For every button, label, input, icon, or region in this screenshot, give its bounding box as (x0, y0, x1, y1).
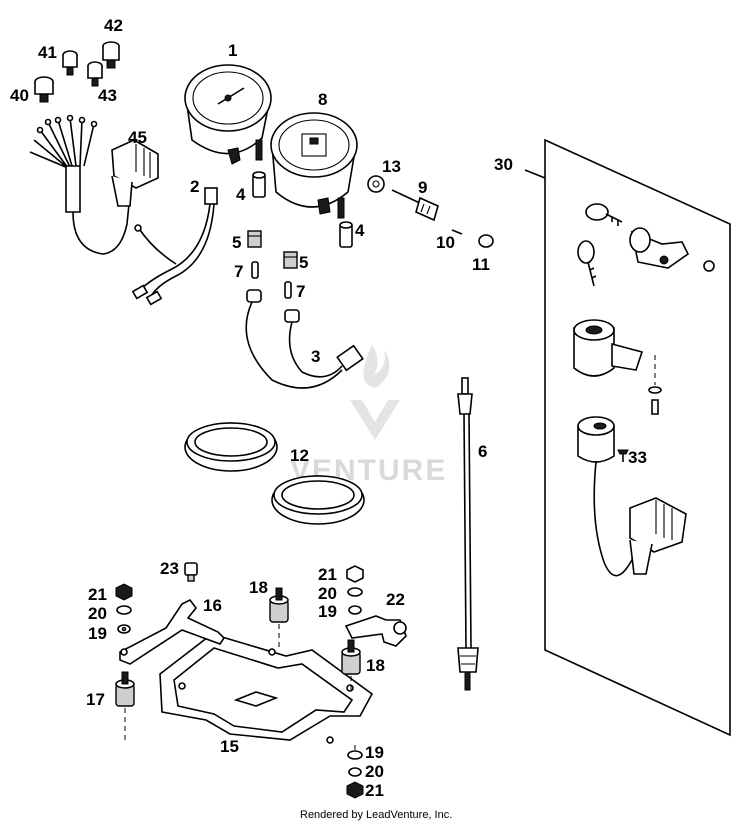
socket-harness[interactable] (245, 289, 364, 389)
bulb-right[interactable] (284, 281, 292, 299)
callout-17: 17 (86, 690, 105, 709)
callout-19-left: 19 (88, 624, 107, 643)
callout-1: 1 (228, 41, 237, 60)
callout-12: 12 (290, 446, 309, 465)
switch-unit (577, 416, 687, 577)
watermark: VENTURE (290, 345, 445, 487)
callout-19-bottom: 19 (365, 743, 384, 762)
indicator-lamp-41[interactable] (62, 50, 78, 76)
callout-22: 22 (386, 590, 405, 609)
hardware-stack-left[interactable] (115, 583, 133, 634)
callout-9: 9 (418, 178, 427, 197)
callout-3: 3 (311, 347, 320, 366)
hardware-stack-bottom[interactable] (346, 745, 364, 799)
callout-labels: 1 8 42 41 40 43 45 2 4 4 5 5 7 7 3 13 9 … (10, 16, 647, 800)
nut-right[interactable] (283, 251, 298, 269)
callout-7-left: 7 (234, 262, 243, 281)
callout-42: 42 (104, 16, 123, 35)
washer-13[interactable] (367, 175, 385, 193)
callout-21-center: 21 (318, 565, 337, 584)
rubber-mount-17[interactable] (115, 671, 135, 740)
rubber-mount-18-upper[interactable] (269, 587, 289, 648)
callout-5-right: 5 (299, 253, 308, 272)
bezel-ring-upper[interactable] (184, 422, 278, 472)
indicator-lamp-42[interactable] (102, 41, 120, 69)
callout-4-upper: 4 (236, 185, 246, 204)
callout-20-center: 20 (318, 584, 337, 603)
callout-21-bottom: 21 (365, 781, 384, 800)
spacer-lower[interactable] (339, 221, 353, 248)
callout-20-left: 20 (88, 604, 107, 623)
callout-43: 43 (98, 86, 117, 105)
callout-10: 10 (436, 233, 455, 252)
key-1 (585, 203, 623, 226)
wiring-harness[interactable] (131, 187, 218, 306)
callout-30: 30 (494, 155, 513, 174)
screw-23[interactable] (184, 562, 198, 582)
callout-45: 45 (128, 128, 147, 147)
callout-11: 11 (472, 255, 490, 274)
bracket-arm[interactable] (119, 598, 226, 665)
callout-18-lower: 18 (366, 656, 385, 675)
speedometer-gauge[interactable] (184, 64, 272, 165)
callout-41: 41 (38, 43, 57, 62)
indicator-lamp-40[interactable] (34, 76, 54, 103)
ignition-switch-panel[interactable] (524, 138, 731, 737)
trip-reset-knob[interactable] (391, 189, 439, 222)
callout-5-left: 5 (232, 233, 241, 252)
callout-16: 16 (203, 596, 222, 615)
callout-21-left: 21 (88, 585, 107, 604)
callout-23: 23 (160, 559, 179, 578)
speedometer-cable[interactable] (457, 377, 479, 691)
key-2 (577, 240, 597, 287)
callout-2: 2 (190, 177, 199, 196)
screw-33 (617, 449, 629, 462)
bracket-22[interactable] (344, 615, 407, 647)
footer-credit: Rendered by LeadVenture, Inc. (300, 809, 452, 821)
callout-8: 8 (318, 90, 327, 109)
hardware-stack-center[interactable] (346, 565, 364, 615)
main-wire-harness[interactable] (29, 114, 159, 255)
switch-body (573, 319, 662, 415)
rubber-mount-18-lower[interactable] (341, 639, 361, 690)
indicator-lamp-43[interactable] (87, 61, 103, 87)
callout-7-right: 7 (296, 282, 305, 301)
bezel-ring-lower[interactable] (271, 475, 365, 525)
callout-15: 15 (220, 737, 239, 756)
cap-11[interactable] (478, 234, 494, 248)
callout-4-lower: 4 (355, 221, 365, 240)
spacer-upper[interactable] (252, 171, 266, 198)
callout-6: 6 (478, 442, 487, 461)
indicator-gauge[interactable] (270, 112, 358, 219)
mounting-plate[interactable] (159, 633, 374, 744)
ignition-lock (629, 227, 715, 272)
callout-20-bottom: 20 (365, 762, 384, 781)
pin-10[interactable] (451, 229, 463, 235)
nut-left[interactable] (247, 230, 262, 248)
callout-19-center: 19 (318, 602, 337, 621)
callout-40: 40 (10, 86, 29, 105)
callout-18-upper: 18 (249, 578, 268, 597)
bulb-left[interactable] (251, 261, 259, 279)
callout-33: 33 (628, 448, 647, 467)
callout-13: 13 (382, 157, 401, 176)
